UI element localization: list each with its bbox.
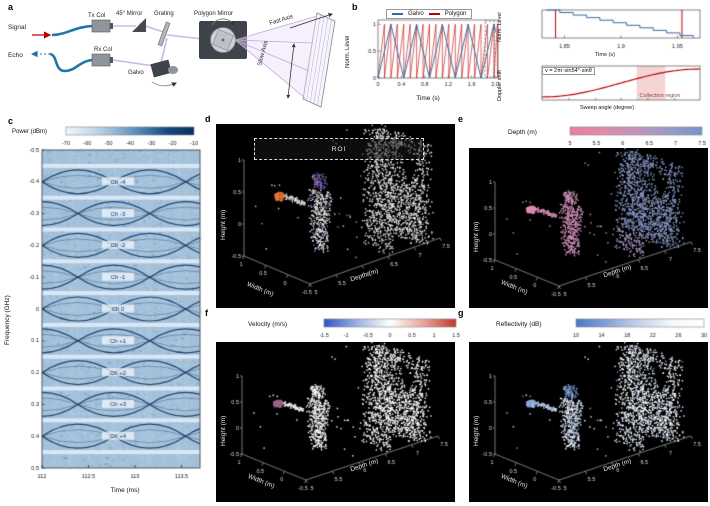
rx-collimator-icon (91, 53, 111, 67)
rx-fiber (49, 52, 95, 73)
optical-setup-schematic: Signal Echo Tx Col Rx Col 45° Mirror Gra… (8, 11, 336, 108)
rotation-arrow-icon (211, 18, 235, 26)
galvo-polygon-chart (356, 6, 502, 94)
panel-letter-b: b (352, 2, 358, 12)
chart-legend: Galvo Polygon (386, 9, 473, 19)
polygon-line-swatch (428, 13, 440, 15)
doppler-equation: v = 2πr·sin54°·sinθ (542, 67, 595, 75)
power-colorbar-label: Power (dBm) (12, 129, 48, 135)
pointcloud-reflectivity-canvas (469, 342, 708, 502)
tx-fiber (51, 24, 95, 37)
mirror-label: 45° Mirror (116, 11, 142, 17)
polygon-axis-dot (221, 38, 225, 42)
tx-collimator-tip (110, 23, 113, 29)
depth-colorbar-label: Depth (m) (508, 129, 537, 136)
rx-col-label: Rx Col (94, 47, 112, 53)
panel-letter-d: d (205, 114, 211, 124)
b2-xlabel: Time (s) (595, 52, 615, 58)
collection-region-label: Collection region (639, 93, 681, 99)
roi-box: ROI (254, 138, 424, 160)
velocity-colorbar-label: Velocity (m/s) (248, 321, 288, 328)
doppler-chart (508, 64, 706, 104)
tx-collimator-icon (91, 19, 111, 33)
galvo-label: Galvo (128, 70, 144, 76)
b1-xlabel: Time (s) (416, 95, 440, 102)
b1-ylabel: Norm. Level (345, 35, 351, 68)
b3-ylabel: Doppler shift (497, 70, 503, 101)
power-colorbar (62, 126, 198, 148)
c-ylabel: Frequency (GHz) (4, 295, 11, 345)
b2-ylabel: Norm. Level (497, 12, 503, 42)
scan-lines (306, 14, 332, 106)
panel-letter-a: a (8, 2, 14, 12)
f-height-label: Height (m) (220, 415, 227, 446)
grating-label: Grating (154, 11, 174, 17)
pointcloud-velocity-canvas (216, 342, 455, 502)
roi-label: ROI (331, 145, 347, 153)
slow-axis-arrow-up-icon (290, 43, 296, 71)
galvo-icon (150, 59, 172, 78)
pointcloud-depth-canvas (469, 148, 708, 308)
velocity-colorbar (320, 318, 460, 340)
scan-fan-rays (234, 15, 318, 99)
slow-axis-arrow-down-icon (286, 69, 292, 99)
signal-label: Signal (8, 24, 27, 31)
tx-col-label: Tx Col (88, 13, 105, 19)
d-height-label: Height (m) (220, 209, 227, 240)
panel-letter-f: f (205, 308, 208, 318)
polygon-mirror-label: Polygon Mirror (194, 11, 233, 17)
echo-label: Echo (8, 52, 23, 59)
legend-galvo-label: Galvo (408, 11, 424, 17)
reflectivity-colorbar (572, 318, 708, 340)
rx-collimator-tip (110, 57, 113, 63)
spectrogram-canvas (18, 148, 204, 484)
grating-icon (157, 21, 171, 47)
laser-beams (112, 23, 204, 67)
mirror-45-icon (132, 18, 146, 32)
e-height-label: Height (m) (473, 221, 480, 252)
b3-xlabel: Sweep angle (degree) (579, 105, 635, 111)
galvo-zoom-chart (508, 6, 706, 52)
c-xlabel: Time (ms) (110, 487, 140, 494)
legend-polygon-label: Polygon (444, 11, 467, 17)
fast-axis-arrow-icon (289, 13, 333, 29)
g-height-label: Height (m) (473, 415, 480, 446)
panel-letter-c: c (8, 116, 14, 126)
galvo-line-swatch (392, 13, 403, 15)
panel-letter-g: g (458, 308, 464, 318)
reflectivity-colorbar-label: Reflectivity (dB) (496, 321, 542, 328)
depth-colorbar (566, 126, 706, 148)
galvo-motor-icon (168, 66, 178, 74)
panel-letter-e: e (458, 114, 464, 124)
galvo-rotation-arrow-icon (151, 81, 177, 87)
